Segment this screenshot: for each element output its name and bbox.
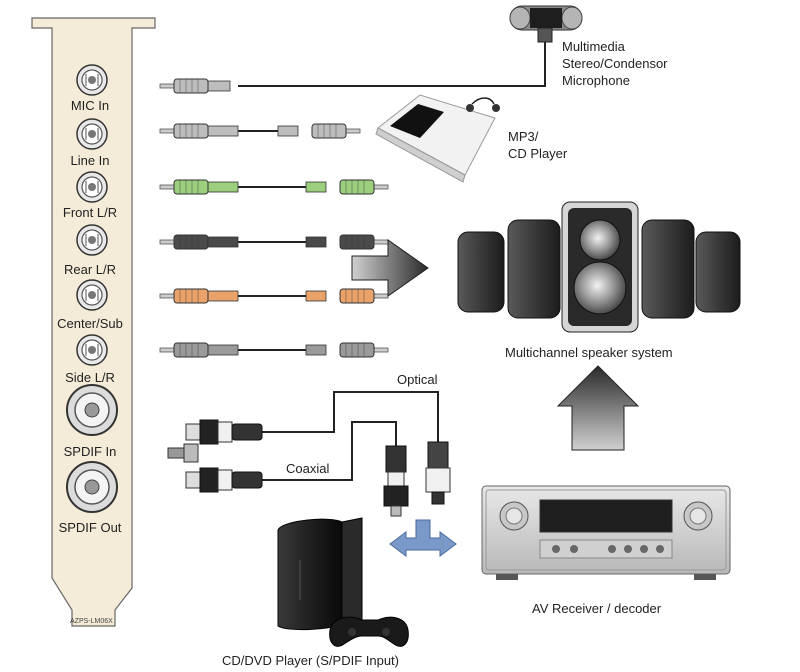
av-receiver-label: AV Receiver / decoder [532,601,662,616]
cd-dvd-player-image [277,517,409,647]
port-label-front: Front L/R [62,205,118,220]
port-label-mic-in: MIC In [70,98,110,113]
audio-cable [159,78,231,94]
port-label-side: Side L/R [65,370,115,385]
audio-jack-icon [76,118,108,150]
audio-jack-icon [76,279,108,311]
speaker-system-image [457,201,741,333]
mic-cable [238,40,546,87]
arrow-right-icon [351,239,429,297]
mp3-player-label: MP3/ CD Player [508,129,568,161]
audio-cable [159,288,389,304]
cd-dvd-player-label: CD/DVD Player (S/PDIF Input) [222,653,399,668]
speaker-system-label: Multichannel speaker system [505,345,673,360]
port-jacks [66,64,118,513]
mp3-player-image [375,94,500,183]
bidirectional-arrow-icon [389,519,457,557]
audio-cable [159,123,361,139]
microphone-label: Multimedia Stereo/Condensor Microphone [562,39,668,88]
audio-jack-icon [76,224,108,256]
audio-cable [159,234,389,250]
optical-label: Optical [397,372,438,387]
coaxial-label: Coaxial [286,461,330,476]
audio-cable [159,179,389,195]
port-label-line-in: Line In [70,153,110,168]
microphone-image [509,5,583,43]
audio-jack-icon [76,171,108,203]
spdif-cables [167,391,451,517]
audio-jack-icon [76,334,108,366]
sound-card-bracket [31,17,156,627]
port-label-spdif-out: SPDIF Out [58,520,122,535]
spdif-jack-icon [66,384,118,436]
av-receiver-image [481,485,731,580]
port-label-rear: Rear L/R [63,262,117,277]
arrow-up-icon [556,365,640,451]
bracket-model-label: AZPS-LM06X [70,618,113,625]
port-label-spdif-in: SPDIF In [63,444,117,459]
spdif-jack-icon [66,461,118,513]
audio-cable [159,342,389,358]
port-label-center-sub: Center/Sub [57,316,123,331]
audio-cables [159,78,389,358]
audio-jack-icon [76,64,108,96]
